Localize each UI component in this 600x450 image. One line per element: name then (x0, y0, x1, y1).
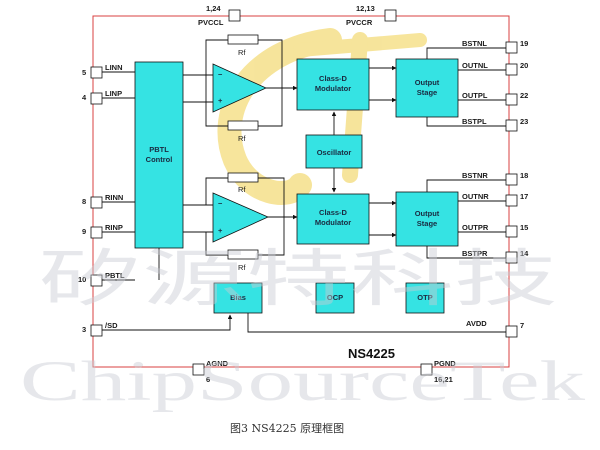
pin-num-pvccl: 1,24 (206, 4, 221, 13)
rf-label-left-bottom: Rf (238, 134, 246, 143)
pin-num-linn: 5 (82, 68, 86, 77)
oscillator-block (305, 134, 363, 169)
ocp-label: OCP (327, 293, 343, 302)
resistor-rf-right-top (227, 172, 259, 183)
pin-label-linp: LINP (105, 89, 122, 98)
pin-num-rinp: 9 (82, 227, 86, 236)
pin-num-linp: 4 (82, 93, 87, 102)
oscillator-label: Oscillator (317, 148, 352, 157)
amp-right-plus: + (218, 226, 223, 235)
output-stage-right-block (395, 191, 459, 247)
classd-left-label-2: Modulator (315, 84, 351, 93)
chip-outline (92, 15, 510, 368)
pin-num-bstnr: 18 (520, 171, 528, 180)
output-left-label-1: Output (415, 78, 440, 87)
output-left-label-2: Stage (417, 88, 437, 97)
amplifier-left-icon (212, 63, 267, 113)
rf-label-right-bottom: Rf (238, 263, 246, 272)
pin-num-pvccr: 12,13 (356, 4, 375, 13)
pin-label-bstnl: BSTNL (462, 39, 487, 48)
amplifier-right-icon (212, 192, 269, 243)
output-stage-left-block (395, 58, 459, 118)
wires (102, 16, 506, 333)
pbtl-control-label-2: Control (146, 155, 173, 164)
classd-left-label-1: Class-D (319, 74, 348, 83)
pin-label-pbtl: PBTL (105, 271, 125, 280)
rf-label-left-top: Rf (238, 48, 246, 57)
pin-num-outpr: 15 (520, 223, 528, 232)
pin-num-rinn: 8 (82, 197, 86, 206)
pin-label-linn: LINN (105, 63, 123, 72)
classd-right-block (296, 193, 370, 245)
pin-label-outpl: OUTPL (462, 91, 488, 100)
pin-num-outpl: 22 (520, 91, 528, 100)
chip-name: NS4225 (348, 346, 395, 361)
amp-right-minus: − (218, 199, 223, 208)
pin-label-pgnd: PGND (434, 359, 456, 368)
pin-num-pbtl: 10 (78, 275, 86, 284)
pin-label-pvccl: PVCCL (198, 18, 224, 27)
pin-num-outnr: 17 (520, 192, 528, 201)
figure-caption: 图3 NS4225 原理框图 (230, 422, 344, 435)
pin-label-agnd: AGND (206, 359, 229, 368)
pin-num-bstpl: 23 (520, 117, 528, 126)
pin-num-avdd: 7 (520, 321, 524, 330)
otp-block (405, 282, 445, 314)
pin-num-agnd: 6 (206, 375, 210, 384)
pin-label-bstpl: BSTPL (462, 117, 487, 126)
pin-label-bstpr: BSTPR (462, 249, 488, 258)
pin-label-sd: /SD (105, 321, 118, 330)
pin-label-rinn: RINN (105, 193, 123, 202)
classd-right-label-2: Modulator (315, 218, 351, 227)
pin-label-bstnr: BSTNR (462, 171, 488, 180)
pbtl-control-block (134, 61, 184, 249)
bias-block (213, 282, 263, 314)
resistor-rf-right-bottom (227, 249, 259, 260)
amp-left-minus: − (218, 70, 223, 79)
pin-num-sd: 3 (82, 325, 86, 334)
pin-label-rinp: RINP (105, 223, 123, 232)
resistor-rf-left-top (227, 34, 259, 45)
pin-label-outnl: OUTNL (462, 61, 488, 70)
pins (90, 9, 518, 376)
pin-label-outpr: OUTPR (462, 223, 489, 232)
amp-left-plus: + (218, 96, 223, 105)
pin-label-avdd: AVDD (466, 319, 487, 328)
classd-left-block (296, 58, 370, 111)
resistor-rf-left-bottom (227, 120, 259, 131)
output-right-label-2: Stage (417, 219, 437, 228)
ocp-block (315, 282, 355, 314)
output-right-label-1: Output (415, 209, 440, 218)
pin-num-bstpr: 14 (520, 249, 529, 258)
pin-num-bstnl: 19 (520, 39, 528, 48)
watermark-en: ChipSourceTek (20, 350, 586, 413)
bias-label: Bias (230, 293, 246, 302)
rf-label-right-top: Rf (238, 185, 246, 194)
pin-label-pvccr: PVCCR (346, 18, 373, 27)
otp-label: OTP (417, 293, 432, 302)
pin-num-pgnd: 16,21 (434, 375, 453, 384)
watermark-cn: 矽源特科技 (38, 242, 558, 315)
pbtl-control-label-1: PBTL (149, 145, 169, 154)
classd-right-label-1: Class-D (319, 208, 348, 217)
pin-num-outnl: 20 (520, 61, 528, 70)
pin-label-outnr: OUTNR (462, 192, 489, 201)
credit-watermark: 搜狐号@矽源特科技 (448, 421, 557, 436)
